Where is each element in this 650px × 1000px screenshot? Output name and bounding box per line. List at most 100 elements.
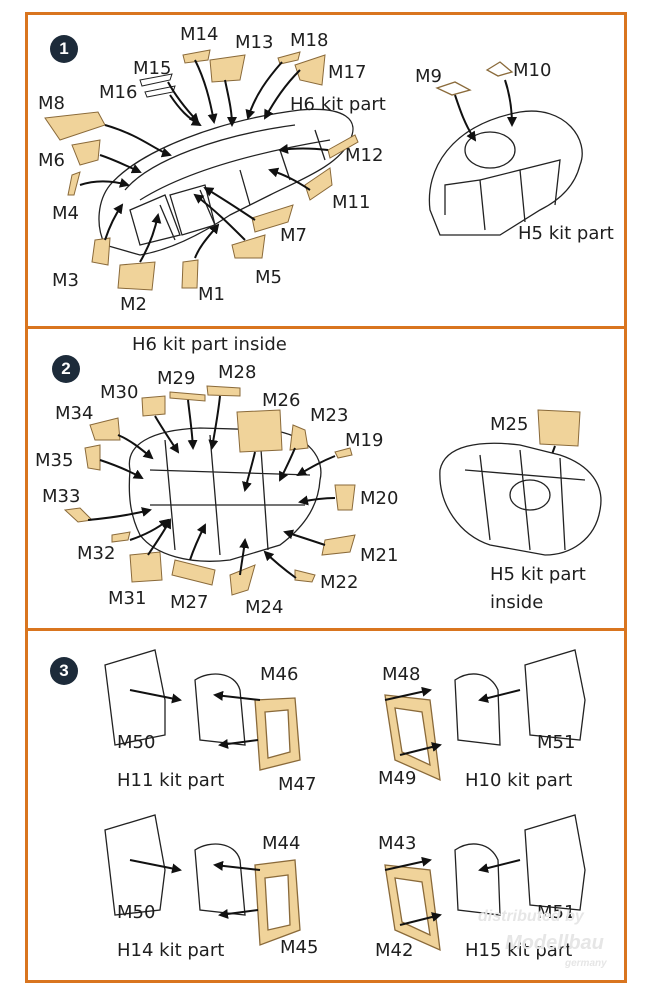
label-m20: M20 bbox=[360, 488, 399, 509]
label-h10: H10 kit part bbox=[465, 770, 573, 791]
label-m30: M30 bbox=[100, 382, 139, 403]
mask-m26 bbox=[236, 409, 283, 453]
label-m45: M45 bbox=[280, 937, 319, 958]
mask-m5 bbox=[231, 234, 266, 259]
label-h5-inside-2: inside bbox=[490, 592, 544, 613]
label-m47: M47 bbox=[278, 774, 317, 795]
label-m23: M23 bbox=[310, 405, 349, 426]
label-m50-bottom: M50 bbox=[117, 902, 156, 923]
h5-canopy-inside bbox=[439, 442, 602, 556]
label-m18: M18 bbox=[290, 30, 329, 51]
label-m11: M11 bbox=[332, 192, 371, 213]
label-h5-inside-1: H5 kit part bbox=[490, 564, 586, 585]
step-2-badge: 2 bbox=[52, 355, 80, 383]
part-m51-top bbox=[524, 649, 586, 741]
label-h5: H5 kit part bbox=[518, 223, 614, 244]
mask-m17 bbox=[294, 54, 326, 86]
label-m16: M16 bbox=[99, 82, 138, 103]
label-m8: M8 bbox=[38, 93, 65, 114]
mask-m14 bbox=[182, 49, 211, 64]
label-m13: M13 bbox=[235, 32, 274, 53]
mask-m8 bbox=[44, 111, 106, 141]
step-1-arrows bbox=[79, 59, 329, 263]
label-m49: M49 bbox=[378, 768, 417, 789]
label-m44: M44 bbox=[262, 833, 301, 854]
watermark-line-2: Modellbau bbox=[505, 932, 604, 954]
h5-arrows bbox=[454, 79, 517, 142]
label-h11: H11 kit part bbox=[117, 770, 225, 791]
part-h14 bbox=[194, 843, 246, 916]
mask-m2 bbox=[117, 261, 156, 291]
label-m28: M28 bbox=[218, 362, 257, 383]
h5-canopy bbox=[428, 61, 583, 236]
watermark-line-1: distributed by bbox=[478, 908, 584, 925]
label-m21: M21 bbox=[360, 545, 399, 566]
mask-m32 bbox=[111, 531, 131, 543]
label-m1: M1 bbox=[198, 284, 225, 305]
mask-m4 bbox=[67, 171, 81, 196]
label-m12: M12 bbox=[345, 145, 384, 166]
label-m43: M43 bbox=[378, 833, 417, 854]
mask-m28 bbox=[206, 385, 241, 397]
label-m46: M46 bbox=[260, 664, 299, 685]
mask-m33 bbox=[63, 507, 94, 523]
step-3-badge: 3 bbox=[50, 657, 78, 685]
mask-m19 bbox=[334, 447, 353, 459]
mask-m30 bbox=[141, 395, 166, 417]
label-m51-bottom: M51 bbox=[537, 902, 576, 923]
mask-m15 bbox=[139, 73, 173, 87]
mask-m12 bbox=[327, 134, 359, 159]
mask-m18 bbox=[277, 51, 301, 65]
label-h6: H6 kit part bbox=[290, 94, 386, 115]
label-m50-top: M50 bbox=[117, 732, 156, 753]
label-m32: M32 bbox=[77, 543, 116, 564]
mask-m34 bbox=[89, 417, 121, 441]
mask-m27 bbox=[171, 559, 216, 586]
label-m48: M48 bbox=[382, 664, 421, 685]
h6-canopy-inside bbox=[128, 427, 322, 562]
label-m29: M29 bbox=[157, 368, 196, 389]
mask-m3 bbox=[91, 237, 111, 266]
label-m9: M9 bbox=[415, 66, 442, 87]
mask-m25 bbox=[537, 409, 581, 447]
part-h15 bbox=[454, 843, 501, 916]
label-m26: M26 bbox=[262, 390, 301, 411]
label-m2: M2 bbox=[120, 294, 147, 315]
label-m22: M22 bbox=[320, 572, 359, 593]
step-2-masks bbox=[63, 385, 581, 596]
label-h15: H15 kit part bbox=[465, 940, 573, 961]
label-m19: M19 bbox=[345, 430, 384, 451]
watermark-line-3: germany bbox=[565, 958, 607, 969]
mask-m21 bbox=[321, 534, 356, 556]
part-h10 bbox=[454, 673, 501, 746]
step-3-arrows bbox=[129, 686, 521, 926]
mask-m20 bbox=[334, 484, 356, 511]
label-m51-top: M51 bbox=[537, 732, 576, 753]
part-m51-bottom bbox=[524, 814, 586, 911]
mask-m10 bbox=[485, 61, 514, 77]
label-h6-inside: H6 kit part inside bbox=[132, 334, 287, 355]
label-m25: M25 bbox=[490, 414, 529, 435]
label-m4: M4 bbox=[52, 203, 79, 224]
mask-m31 bbox=[129, 551, 163, 583]
label-m17: M17 bbox=[328, 62, 367, 83]
mask-m7 bbox=[251, 204, 294, 233]
label-m10: M10 bbox=[513, 60, 552, 81]
label-m27: M27 bbox=[170, 592, 209, 613]
label-m31: M31 bbox=[108, 588, 147, 609]
part-h11 bbox=[194, 673, 246, 746]
step-1-badge: 1 bbox=[50, 35, 78, 63]
step-1-masks bbox=[44, 49, 359, 291]
part-m50-bottom bbox=[104, 814, 166, 916]
label-m3: M3 bbox=[52, 270, 79, 291]
mask-m24 bbox=[229, 564, 256, 596]
mask-m9 bbox=[435, 81, 472, 96]
label-m35: M35 bbox=[35, 450, 74, 471]
step-2-arrows bbox=[87, 395, 556, 579]
label-m24: M24 bbox=[245, 597, 284, 618]
mask-m6 bbox=[71, 139, 101, 166]
mask-m35 bbox=[84, 444, 101, 471]
label-h14: H14 kit part bbox=[117, 940, 225, 961]
mask-m22 bbox=[294, 569, 316, 583]
